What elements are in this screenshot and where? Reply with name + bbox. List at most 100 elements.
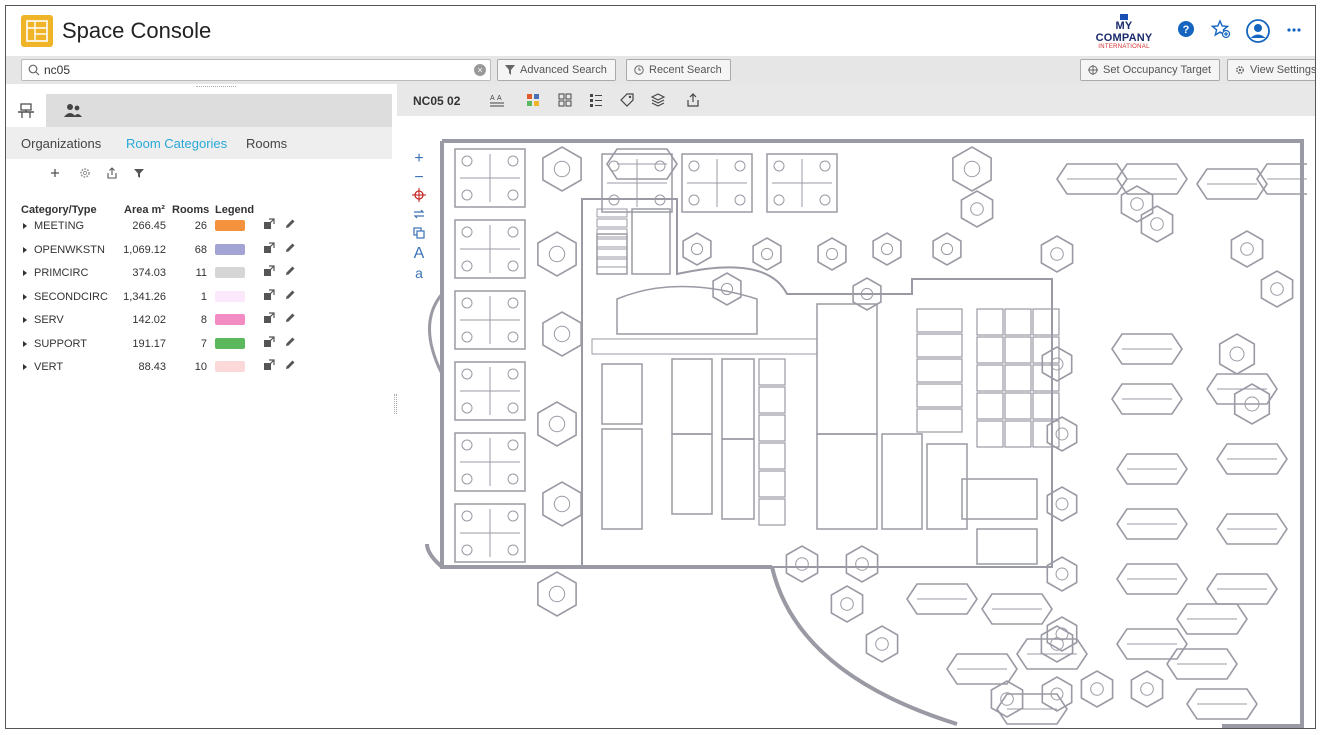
pod-core bbox=[1055, 427, 1069, 441]
office-room bbox=[1004, 420, 1032, 448]
legend-list-icon[interactable] bbox=[588, 92, 604, 108]
legend-swatch[interactable] bbox=[215, 337, 245, 349]
legend-swatch[interactable] bbox=[215, 290, 245, 302]
office-room bbox=[1032, 308, 1060, 336]
clear-search-icon[interactable]: × bbox=[474, 64, 486, 76]
open-external-icon[interactable] bbox=[263, 359, 275, 371]
legend-swatch[interactable] bbox=[215, 314, 245, 325]
column-header-rooms[interactable]: Rooms bbox=[172, 204, 210, 216]
copy-view-icon[interactable] bbox=[411, 226, 427, 244]
edit-pencil-icon[interactable] bbox=[284, 218, 296, 230]
legend-swatch[interactable] bbox=[215, 361, 245, 372]
subtab-rooms[interactable]: Rooms bbox=[246, 136, 288, 151]
more-icon[interactable] bbox=[1286, 19, 1310, 43]
tag-icon[interactable] bbox=[619, 92, 635, 108]
zoom-out-button[interactable]: − bbox=[414, 169, 424, 186]
open-external-icon[interactable] bbox=[263, 335, 275, 348]
column-header-area[interactable]: Area m² bbox=[124, 204, 165, 216]
legend-swatch[interactable] bbox=[215, 220, 245, 231]
category-area: 266.45 bbox=[132, 220, 166, 232]
open-external-icon[interactable] bbox=[263, 265, 275, 277]
text-smaller-button[interactable]: a bbox=[415, 265, 423, 281]
expand-caret-icon[interactable] bbox=[23, 340, 27, 347]
panel-resize-handle[interactable] bbox=[196, 86, 236, 89]
open-external-icon[interactable] bbox=[263, 288, 275, 301]
hex-workstation bbox=[537, 571, 577, 617]
category-colors-icon[interactable] bbox=[525, 92, 541, 108]
hex-workstation bbox=[682, 232, 712, 266]
hex-workstation bbox=[865, 625, 899, 663]
subtab-organizations[interactable]: Organizations bbox=[21, 136, 102, 151]
open-external-icon[interactable] bbox=[263, 218, 275, 230]
search-icon bbox=[28, 64, 40, 76]
favorites-icon[interactable] bbox=[1210, 19, 1235, 43]
subtab-room-categories[interactable]: Room Categories bbox=[126, 136, 228, 151]
center-target-icon[interactable] bbox=[411, 188, 427, 206]
edit-pencil-icon[interactable] bbox=[284, 265, 296, 277]
tab-workspace[interactable] bbox=[6, 94, 46, 127]
search-box[interactable]: × bbox=[21, 59, 491, 81]
rotate-icon[interactable] bbox=[411, 207, 427, 225]
edit-pencil-icon[interactable] bbox=[284, 242, 296, 254]
column-header-category[interactable]: Category/Type bbox=[21, 204, 97, 216]
set-occupancy-target-button[interactable]: Set Occupancy Target bbox=[1080, 59, 1221, 81]
service-room bbox=[758, 386, 786, 414]
search-input[interactable] bbox=[44, 61, 464, 79]
expand-caret-icon[interactable] bbox=[23, 317, 27, 323]
pod-core bbox=[548, 245, 566, 263]
company-logo: MY COMPANY INTERNATIONAL bbox=[1088, 14, 1160, 50]
grid-icon[interactable] bbox=[557, 92, 573, 108]
user-avatar-icon[interactable] bbox=[1246, 19, 1270, 43]
legend-swatch[interactable] bbox=[215, 243, 245, 255]
expand-caret-icon[interactable] bbox=[23, 364, 27, 370]
svg-text:?: ? bbox=[1183, 24, 1190, 36]
filter-icon[interactable] bbox=[132, 166, 148, 182]
pod-core bbox=[553, 160, 571, 178]
desk-chair bbox=[507, 189, 519, 201]
expand-caret-icon[interactable] bbox=[23, 223, 27, 229]
category-name: MEETING bbox=[34, 220, 85, 232]
share-icon[interactable] bbox=[685, 92, 701, 108]
category-area: 374.03 bbox=[132, 267, 166, 279]
settings-icon[interactable] bbox=[78, 166, 94, 182]
edit-pencil-icon[interactable] bbox=[284, 289, 296, 301]
export-icon[interactable] bbox=[105, 166, 121, 182]
open-external-icon[interactable] bbox=[263, 312, 275, 324]
desk-chair bbox=[461, 155, 473, 167]
twin-workstation bbox=[1116, 628, 1188, 660]
help-icon[interactable]: ? bbox=[1176, 19, 1200, 43]
add-icon[interactable] bbox=[48, 166, 64, 182]
recent-search-button[interactable]: Recent Search bbox=[626, 59, 731, 81]
view-settings-button[interactable]: View Settings bbox=[1227, 59, 1315, 81]
layers-icon[interactable] bbox=[650, 92, 666, 108]
column-header-legend[interactable]: Legend bbox=[215, 204, 255, 216]
expand-caret-icon[interactable] bbox=[23, 293, 27, 300]
legend-swatch[interactable] bbox=[215, 267, 245, 278]
edit-pencil-icon[interactable] bbox=[284, 336, 296, 348]
expand-caret-icon[interactable] bbox=[23, 270, 27, 276]
text-larger-button[interactable]: A bbox=[413, 245, 425, 262]
hex-workstation bbox=[1230, 230, 1264, 268]
edit-pencil-icon[interactable] bbox=[284, 359, 296, 371]
pod-core bbox=[855, 557, 869, 571]
search-toolbar: × Advanced Search Recent Search Set Occu… bbox=[6, 56, 1315, 84]
edit-pencil-icon[interactable] bbox=[284, 312, 296, 324]
open-external-icon[interactable] bbox=[263, 241, 275, 254]
service-room bbox=[758, 414, 786, 442]
zoom-in-button[interactable]: + bbox=[414, 150, 424, 167]
panel-split-handle[interactable] bbox=[394, 394, 397, 414]
tab-people[interactable] bbox=[52, 94, 92, 127]
twin-workstation bbox=[1256, 163, 1307, 195]
core-room bbox=[596, 233, 628, 275]
floor-plan-drawing[interactable] bbox=[417, 134, 1307, 729]
expand-caret-icon[interactable] bbox=[23, 246, 27, 253]
advanced-search-button[interactable]: Advanced Search bbox=[497, 59, 616, 81]
